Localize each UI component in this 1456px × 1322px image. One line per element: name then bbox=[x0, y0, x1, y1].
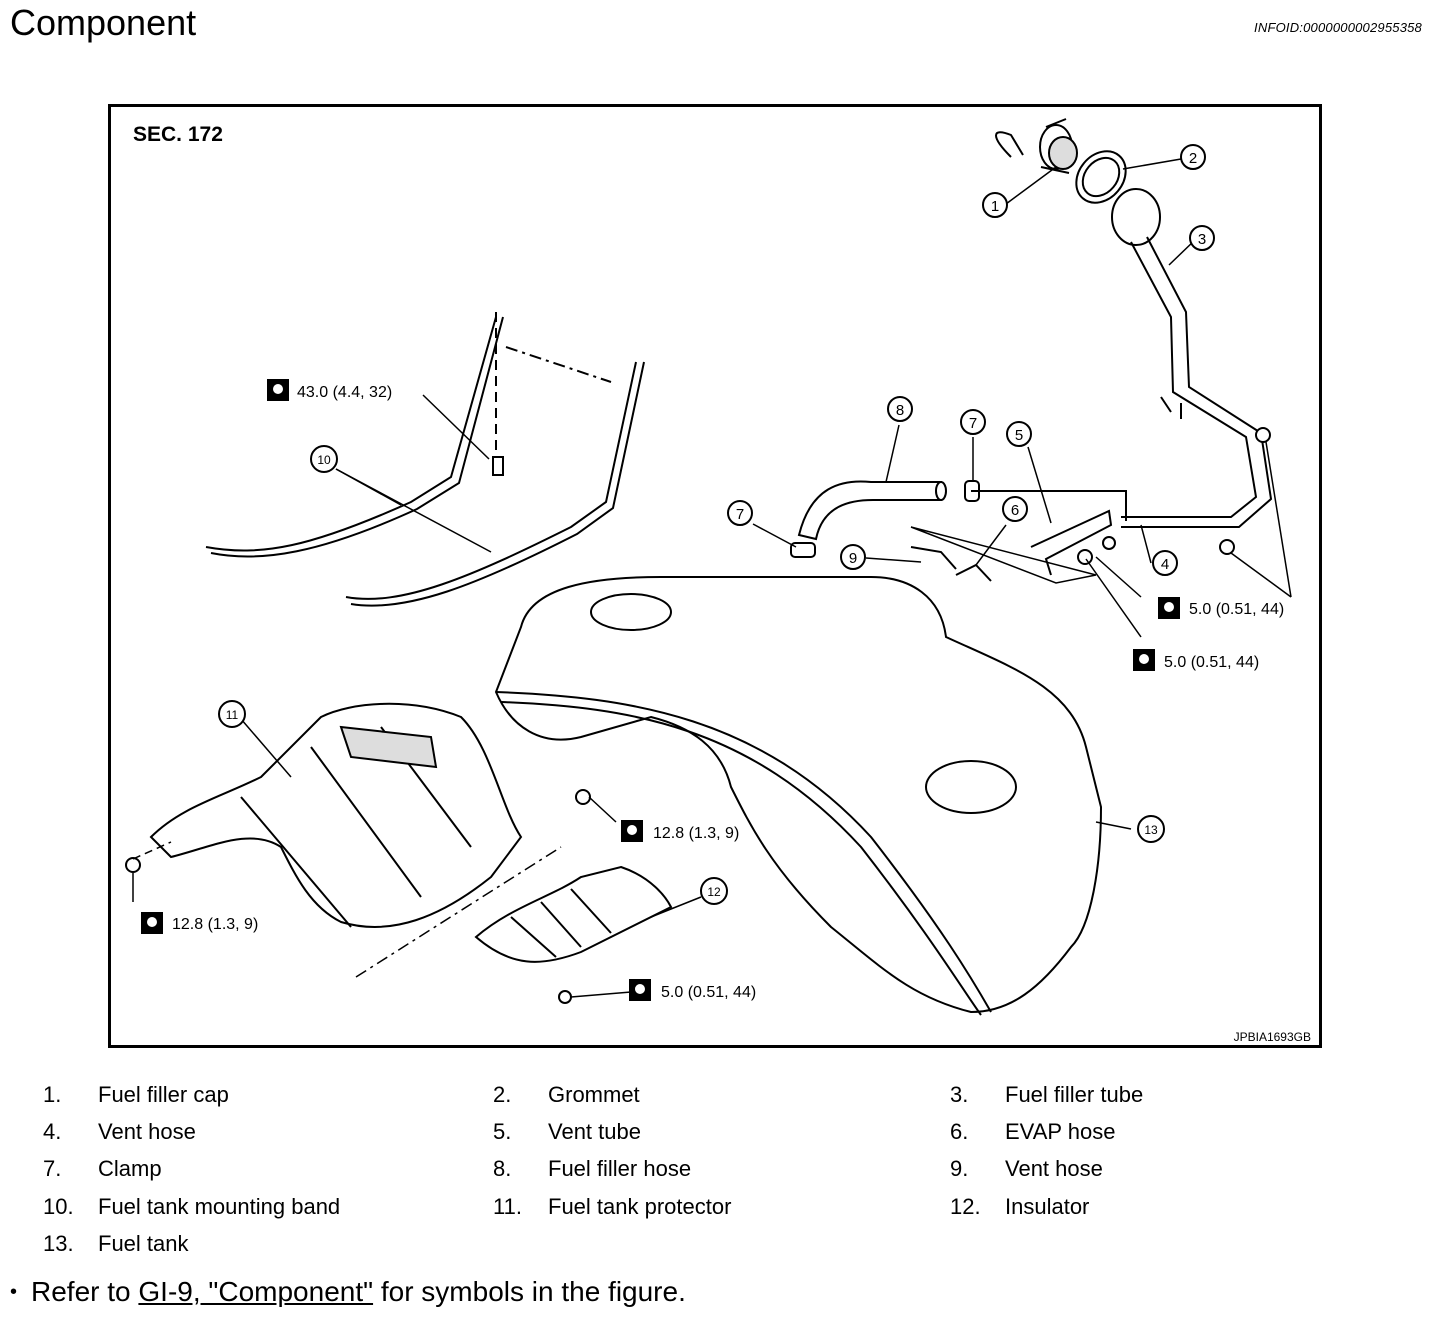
callout-7a: 7 bbox=[960, 409, 986, 435]
callout-6: 6 bbox=[1002, 496, 1028, 522]
callout-5: 5 bbox=[1006, 421, 1032, 447]
callout-9: 9 bbox=[840, 544, 866, 570]
torque-icon bbox=[141, 912, 163, 934]
callout-10: 10 bbox=[310, 445, 338, 473]
nuts bbox=[125, 427, 1271, 1004]
torque-spec: 5.0 (0.51, 44) bbox=[661, 984, 756, 1001]
page-title: Component bbox=[10, 2, 197, 43]
fuel-tank bbox=[494, 576, 1103, 1016]
svg-text:2: 2 bbox=[1189, 150, 1197, 167]
parts-legend: 1.Fuel filler cap 2.Grommet 3.Fuel fille… bbox=[43, 1082, 1144, 1256]
fuel-tank-protector bbox=[149, 702, 523, 928]
svg-text:12: 12 bbox=[707, 885, 721, 899]
svg-text:6: 6 bbox=[1011, 502, 1019, 519]
reference-link[interactable]: GI-9, "Component" bbox=[138, 1276, 374, 1307]
grommet bbox=[1075, 150, 1127, 204]
callout-1: 1 bbox=[982, 192, 1008, 218]
svg-text:1: 1 bbox=[991, 198, 999, 215]
callout-8: 8 bbox=[887, 396, 913, 422]
svg-text:11: 11 bbox=[226, 708, 239, 722]
evap-hose bbox=[910, 546, 992, 582]
fuel-filler-cap bbox=[995, 118, 1078, 174]
figure-code: JPBIA1693GB bbox=[1234, 1030, 1311, 1044]
svg-text:5: 5 bbox=[1015, 427, 1023, 444]
torque-spec: 5.0 (0.51, 44) bbox=[1164, 654, 1259, 671]
callout-4: 4 bbox=[1152, 550, 1178, 576]
callout-13: 13 bbox=[1137, 815, 1165, 843]
svg-text:9: 9 bbox=[849, 550, 857, 567]
section-label: SEC. 172 bbox=[133, 123, 223, 146]
insulator bbox=[474, 865, 673, 963]
component-diagram: SEC. 172 JPBIA1693GB bbox=[108, 104, 1322, 1048]
callout-7b: 7 bbox=[727, 500, 753, 526]
torque-spec: 5.0 (0.51, 44) bbox=[1189, 601, 1284, 618]
callout-11: 11 bbox=[218, 700, 246, 728]
torque-icon bbox=[621, 820, 643, 842]
torque-spec: 12.8 (1.3, 9) bbox=[653, 825, 739, 842]
svg-text:8: 8 bbox=[896, 402, 904, 419]
svg-text:3: 3 bbox=[1198, 231, 1206, 248]
callout-12: 12 bbox=[700, 877, 728, 905]
torque-icon bbox=[1133, 649, 1155, 671]
callout-3: 3 bbox=[1189, 225, 1215, 251]
reference-note: •Refer to GI-9, "Component" for symbols … bbox=[10, 1276, 686, 1307]
torque-icon bbox=[629, 979, 651, 1001]
svg-text:7: 7 bbox=[969, 415, 977, 432]
torque-spec: 43.0 (4.4, 32) bbox=[297, 384, 392, 401]
svg-text:13: 13 bbox=[1144, 823, 1158, 837]
callout-2: 2 bbox=[1180, 144, 1206, 170]
torque-icon bbox=[1158, 597, 1180, 619]
bullet-icon: • bbox=[10, 1281, 18, 1303]
info-id: INFOID:0000000002955358 bbox=[1254, 20, 1422, 35]
fuel-tank-mounting-band bbox=[205, 312, 645, 607]
torque-icon bbox=[267, 379, 289, 401]
svg-text:7: 7 bbox=[736, 506, 744, 523]
torque-spec: 12.8 (1.3, 9) bbox=[172, 916, 258, 933]
fuel-filler-hose bbox=[797, 480, 947, 541]
leader-lines bbox=[132, 158, 1292, 998]
svg-text:10: 10 bbox=[317, 453, 331, 467]
svg-text:4: 4 bbox=[1161, 556, 1169, 573]
dash-line bbox=[355, 846, 562, 978]
